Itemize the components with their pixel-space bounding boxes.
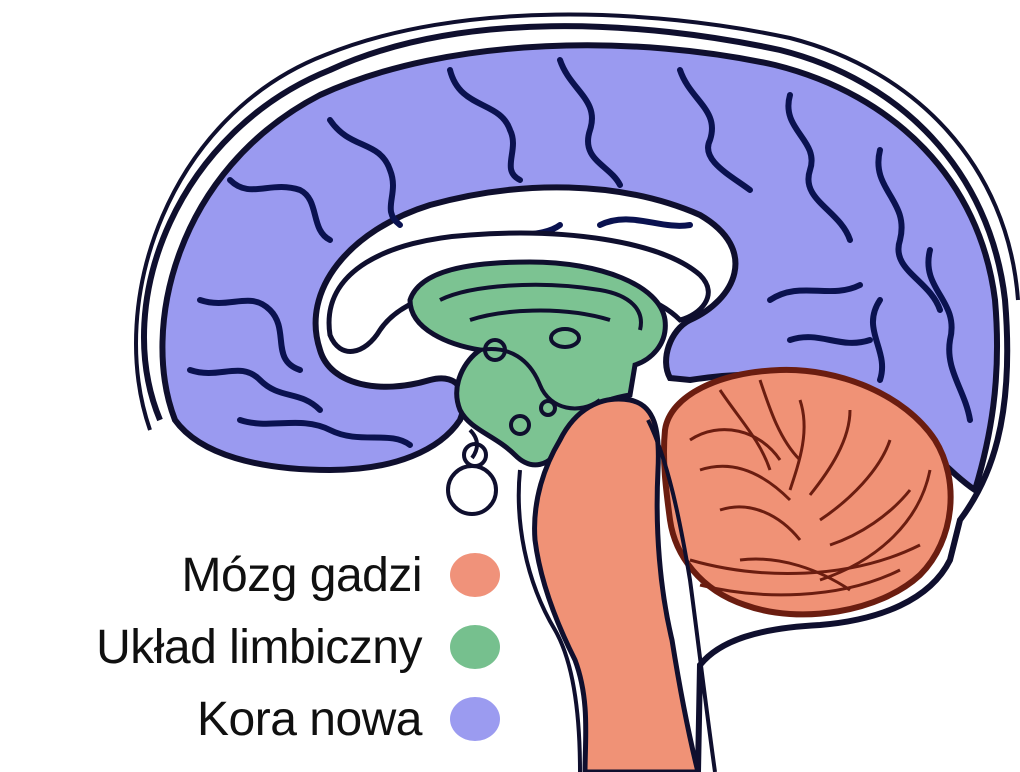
pituitary [448, 430, 496, 514]
legend-label: Mózg gadzi [182, 548, 422, 603]
legend-item-neocortex: Kora nowa [197, 684, 500, 754]
legend-item-reptilian: Mózg gadzi [182, 540, 500, 610]
legend-label: Kora nowa [197, 692, 422, 747]
legend-item-limbic: Układ limbiczny [96, 612, 500, 682]
legend-swatch-limbic [450, 625, 500, 669]
legend-swatch-neocortex [450, 697, 500, 741]
legend-swatch-reptilian [450, 553, 500, 597]
legend-label: Układ limbiczny [96, 620, 422, 675]
